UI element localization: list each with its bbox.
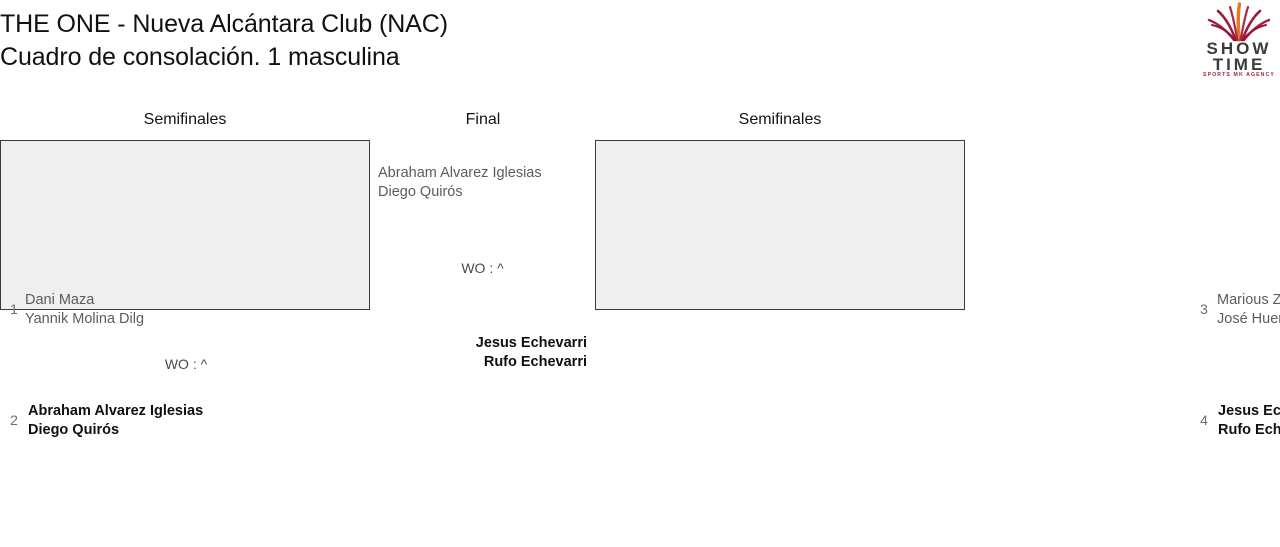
- team-player-1: Abraham Alvarez Iglesias: [28, 403, 204, 419]
- final-left-player-1: Abraham Alvarez Iglesias: [378, 165, 542, 181]
- logo-tagline: SPORTS MK AGENCY: [1203, 72, 1275, 78]
- match-left-semifinal[interactable]: 1 Dani Maza Yannik Molina Dilg WO : ^ 2 …: [0, 140, 370, 438]
- team-player-2: Diego Quirós: [28, 422, 120, 438]
- final-score: WO : ^: [461, 260, 504, 276]
- team-player-2: Yannik Molina Dilg: [25, 311, 145, 327]
- title-line-tournament: THE ONE - Nueva Alcántara Club (NAC): [0, 10, 448, 38]
- page-title: THE ONE - Nueva Alcántara Club (NAC) Cua…: [0, 8, 900, 74]
- seed-number: 3: [1200, 301, 1208, 317]
- champion-player-1: Jesus Echevarri: [475, 335, 587, 351]
- match-score: WO : ^: [1191, 356, 1280, 372]
- round-header-right-semifinals: Semifinales: [738, 111, 822, 128]
- logo-text-time: TIME: [1212, 55, 1266, 74]
- champion-player-2: Rufo Echevarri: [483, 354, 587, 370]
- logo-text-show: SHOW: [1206, 39, 1272, 58]
- title-line-draw: Cuadro de consolación. 1 masculina: [0, 43, 400, 71]
- final-left-player-2: Diego Quirós: [378, 184, 463, 200]
- team-player-1: Dani Maza: [25, 292, 95, 308]
- team-player-1: Jesus Echevarri: [1218, 403, 1280, 419]
- team-player-2: José Huertas: [1217, 311, 1280, 327]
- seed-number: 4: [1200, 412, 1208, 428]
- round-header-final: Final: [465, 111, 501, 128]
- match-score: WO : ^: [164, 356, 208, 372]
- showtime-logo: SHOW TIME SPORTS MK AGENCY: [1197, 2, 1280, 80]
- seed-number: 2: [10, 412, 18, 428]
- team-player-1: Marious Zelba: [1217, 292, 1280, 308]
- seed-number: 1: [10, 301, 18, 317]
- firework-burst-icon: [1207, 2, 1271, 42]
- match-right-semifinal[interactable]: 3 Marious Zelba José Huertas WO : ^ 4 Je…: [595, 140, 1280, 438]
- round-header-left-semifinals: Semifinales: [143, 111, 227, 128]
- team-player-2: Rufo Echevarri: [1218, 422, 1280, 438]
